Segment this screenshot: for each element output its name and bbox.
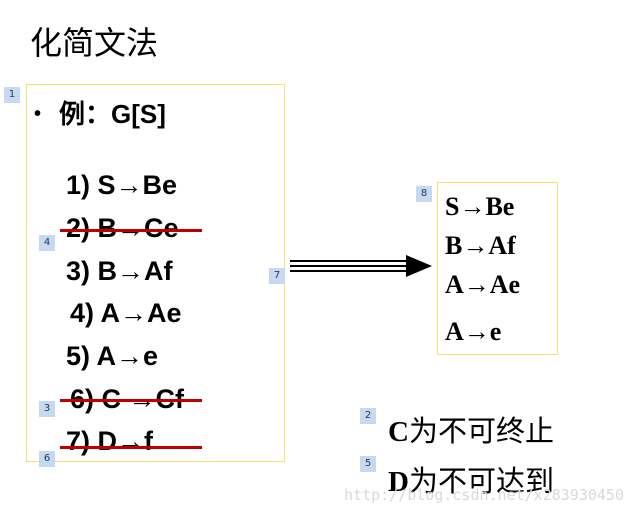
tag-8: 8 — [416, 186, 432, 202]
result-rule-3: A→Ae — [445, 270, 521, 299]
rule-4: 4) A→Ae — [70, 298, 182, 328]
example-label: 例：G[S] — [59, 99, 166, 129]
note-d-unreachable: D为不可达到 — [388, 458, 554, 500]
tag-1: 1 — [4, 87, 20, 103]
note-d-symbol: D — [388, 466, 409, 498]
result-rule-1: S→Be — [445, 192, 515, 221]
watermark: http://blog.csdn.net/x283930450 — [344, 486, 624, 504]
tag-4: 4 — [39, 235, 55, 251]
double-arrow-icon — [290, 255, 432, 277]
result-rule-2: B→Af — [445, 231, 516, 260]
note-d-text: 为不可达到 — [408, 464, 554, 498]
tag-5: 5 — [360, 456, 376, 472]
rule-2: 2) B→Ce — [66, 213, 179, 243]
strike-rule-7 — [60, 446, 202, 449]
rule-5: 5) A→e — [66, 341, 159, 371]
tag-7: 7 — [269, 268, 285, 284]
result-rule-4: A→e — [445, 317, 502, 346]
note-c-symbol: C — [388, 416, 409, 448]
rule-1: 1) S→Be — [66, 170, 178, 200]
tag-3: 3 — [39, 401, 55, 417]
note-c-text: 为不可终止 — [408, 414, 554, 448]
strike-rule-6 — [60, 399, 202, 402]
bullet-dot: • — [34, 103, 42, 125]
note-c-unterminable: C为不可终止 — [388, 408, 554, 450]
example-heading: • 例：G[S] — [34, 94, 166, 131]
result-box — [437, 182, 558, 355]
rule-3: 3) B→Af — [66, 256, 173, 286]
slide-title: 化简文法 — [30, 24, 159, 62]
tag-6: 6 — [39, 451, 55, 467]
rule-7: 7) D→f — [66, 426, 153, 456]
tag-2: 2 — [360, 408, 376, 424]
strike-rule-2 — [60, 229, 202, 232]
